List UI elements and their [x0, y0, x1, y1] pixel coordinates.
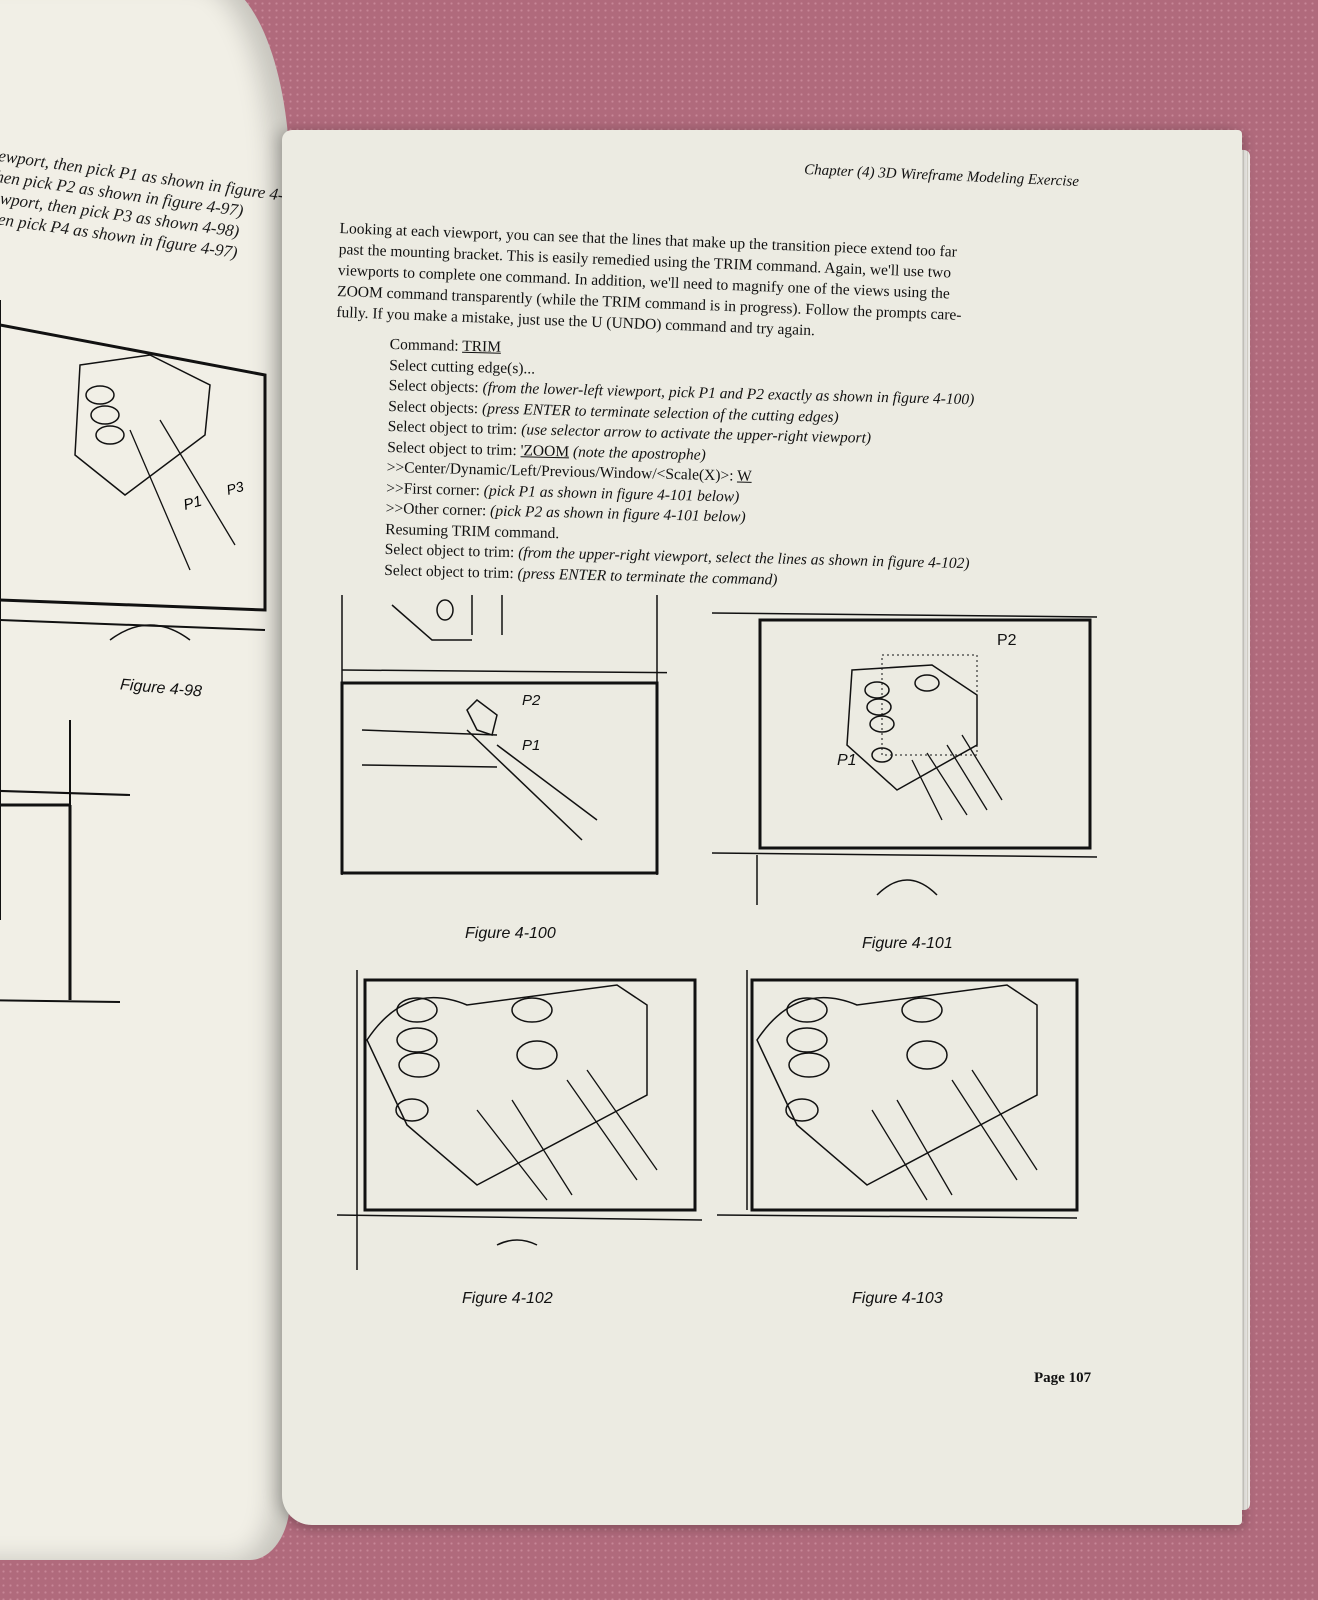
figure-4-103-drawing [716, 970, 1079, 1219]
prompt: Select objects: [388, 376, 483, 397]
figure-caption: Figure 4-101 [862, 935, 953, 952]
command-sequence: Command: TRIM Select cutting edge(s)... … [384, 335, 1110, 599]
user-input: TRIM [462, 337, 502, 356]
prompt: Select object to trim: [384, 540, 519, 562]
chapter-header: Chapter (4) 3D Wireframe Modeling Exerci… [803, 162, 1080, 190]
figure-caption: Figure 4-100 [465, 925, 556, 942]
intro-paragraph: Looking at each viewport, you can see th… [336, 218, 1099, 352]
figure-caption: Figure 4-102 [462, 1290, 553, 1307]
figure-4-100-drawing: P2 P1 [340, 595, 667, 875]
prompt: Command: [389, 335, 463, 355]
prompt: Select object to trim: [387, 417, 522, 439]
figure-4-101-label-p1: P1 [837, 752, 857, 769]
left-label-p3: P3 [225, 478, 246, 498]
prompt: Select object to trim: [387, 438, 521, 459]
prompt: Select cutting edge(s)... [389, 356, 536, 378]
left-page-text: ewport, then pick P1 as shown in figure … [0, 145, 290, 273]
note: (pick P2 as shown in figure 4-101 below) [489, 502, 746, 526]
left-figure-4-98: P1 P3 [0, 300, 267, 1003]
figure-4-100-label-p2: P2 [522, 692, 541, 709]
figure-4-103: Figure 4-103 [712, 970, 1082, 1307]
figure-4-100-label-p1: P1 [522, 737, 540, 754]
user-input: W [736, 467, 752, 485]
figure-4-101: P2 P1 Figure 4-101 [712, 605, 1102, 952]
prompt: Resuming TRIM command. [385, 520, 560, 542]
figure-4-102-drawing [337, 970, 703, 1270]
left-page: ewport, then pick P1 as shown in figure … [0, 0, 290, 1560]
prompt: Select objects: [388, 397, 483, 417]
user-input: 'ZOOM [520, 441, 570, 460]
prompt: >>Other corner: [385, 499, 491, 520]
figure-4-102: Figure 4-102 [337, 970, 707, 1307]
figure-4-101-drawing: P2 P1 [712, 612, 1098, 905]
figure-caption: Figure 4-103 [852, 1290, 943, 1307]
figure-4-101-label-p2: P2 [997, 632, 1017, 649]
note: (note the apostrophe) [572, 443, 707, 464]
figure-4-100: P2 P1 Figure 4-100 [337, 595, 667, 942]
left-label-p1: P1 [182, 493, 204, 514]
prompt: >>First corner: [386, 479, 485, 499]
main-page: Chapter (4) 3D Wireframe Modeling Exerci… [282, 130, 1242, 1525]
page-number: Page 107 [1034, 1370, 1092, 1386]
prompt: Select object to trim: [384, 561, 518, 582]
